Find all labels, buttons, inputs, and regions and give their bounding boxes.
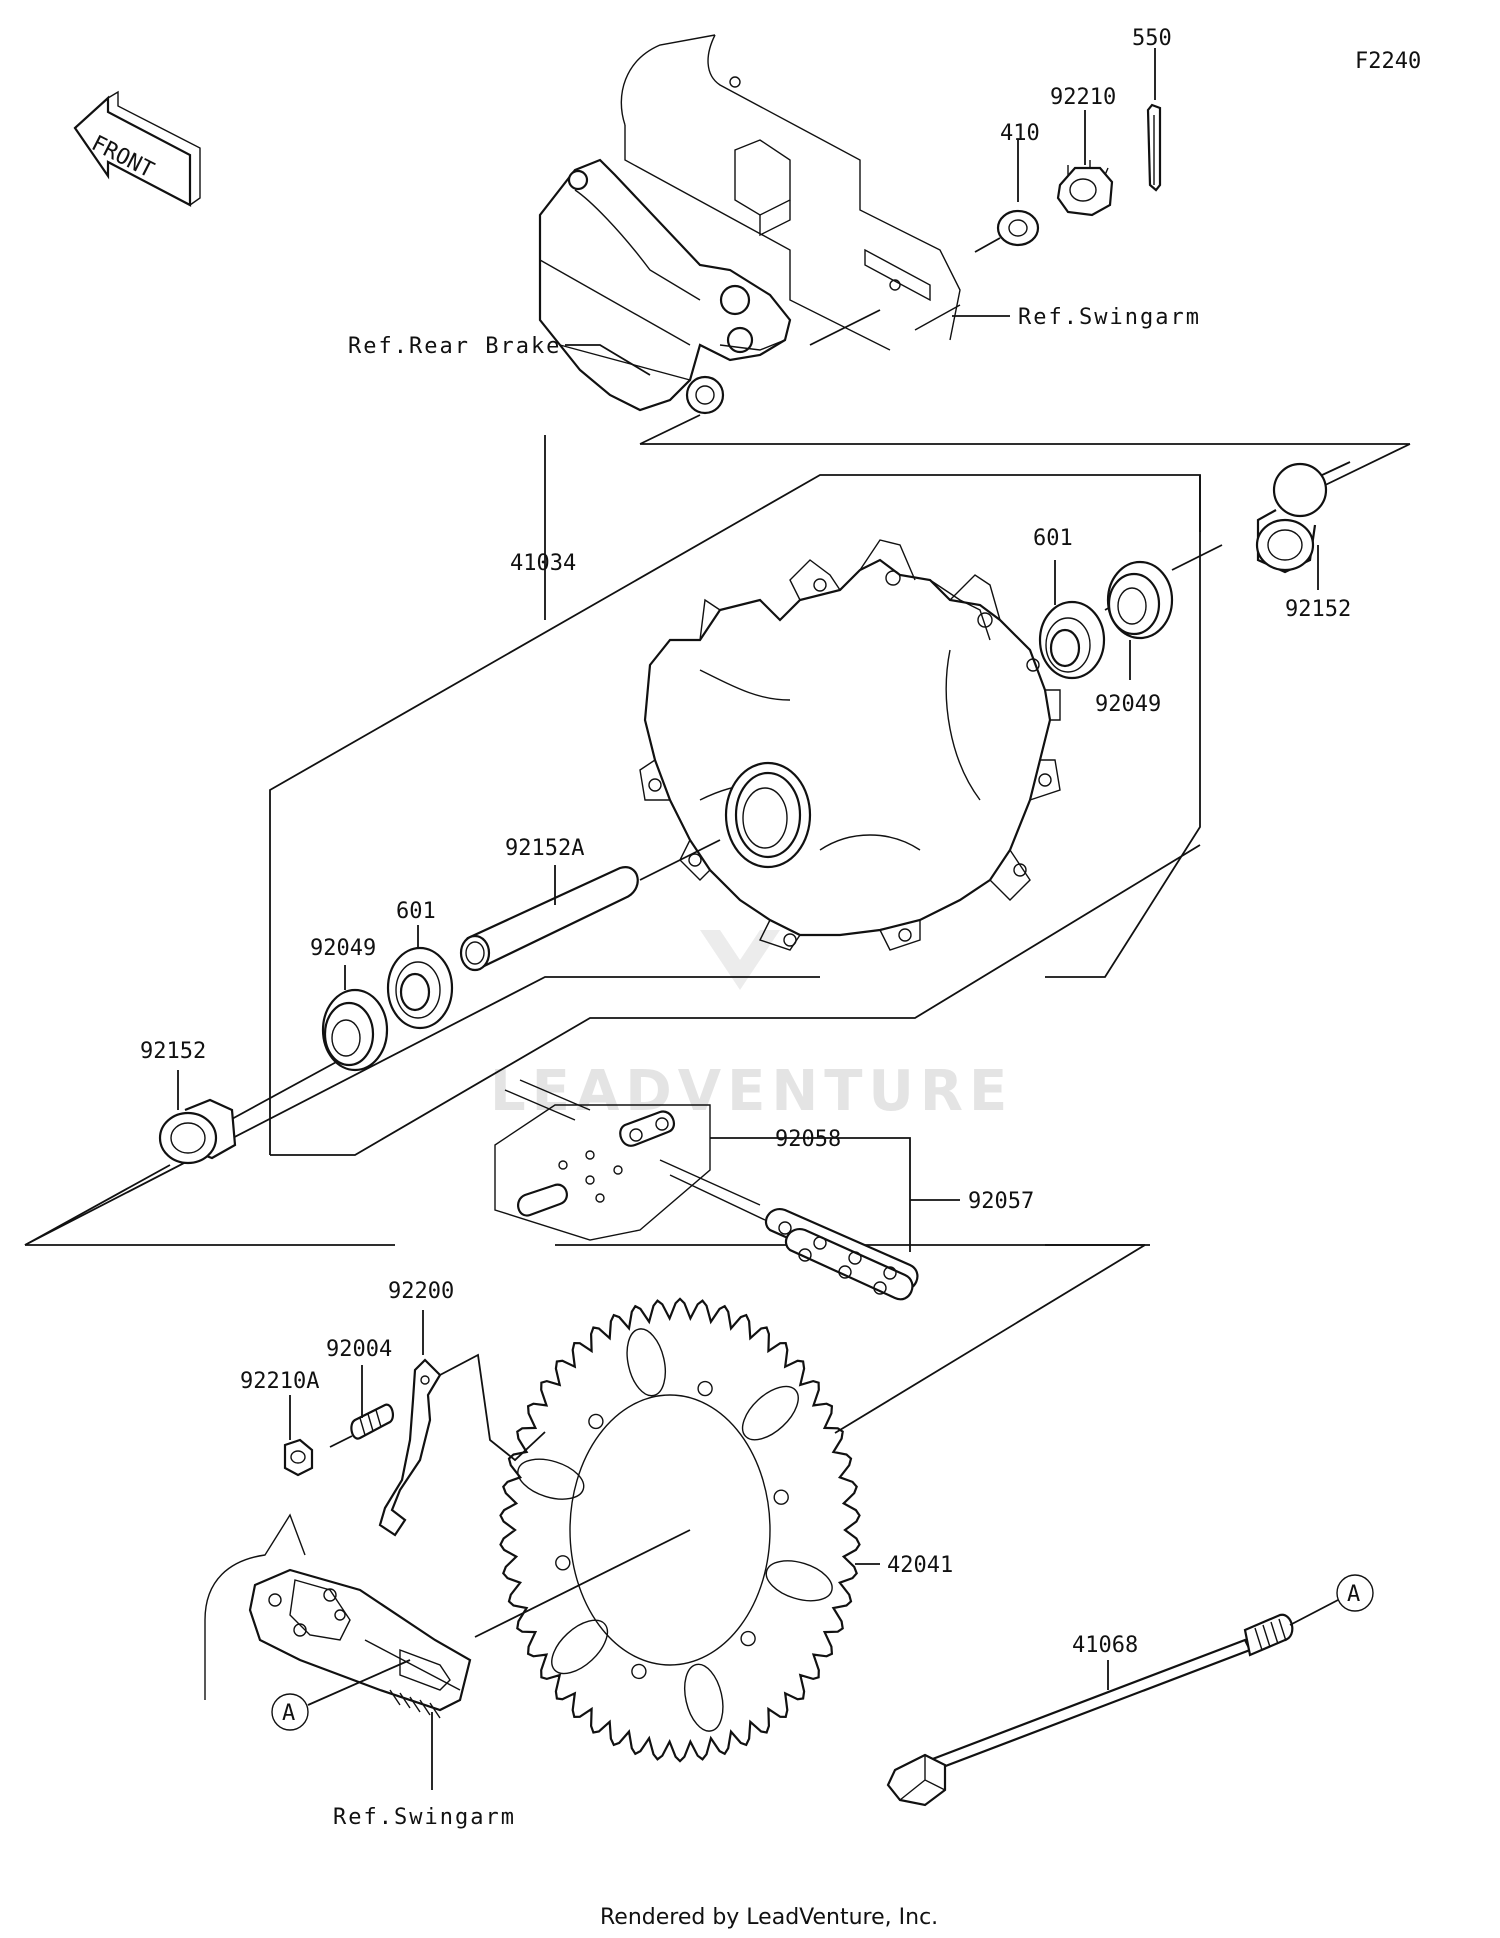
callout-a-right: A (1336, 1574, 1374, 1612)
label-92152a: 92152A (505, 836, 584, 861)
label-ref-swingarm-bottom: Ref.Swingarm (333, 1805, 516, 1830)
front-arrow-icon: FRONT (73, 90, 201, 207)
axle-line-l3 (24, 1164, 171, 1246)
castle-nut-92210 (1056, 160, 1114, 217)
sprocket-center-bore (569, 1394, 771, 1666)
collar-92152-right (1255, 462, 1328, 574)
label-92210a: 92210A (240, 1369, 319, 1394)
sprocket-lightening-hole (765, 1560, 833, 1602)
label-92200: 92200 (388, 1279, 454, 1304)
sprocket-bolt-hole (773, 1489, 789, 1505)
label-ref-rear-brake: Ref.Rear Brake (348, 334, 561, 359)
master-link-92058 (494, 1079, 711, 1241)
swingarm-bottom-illustration (204, 1513, 472, 1719)
axle-line-l2 (229, 1059, 341, 1121)
svg-text:A: A (282, 1701, 295, 1726)
label-410: 410 (1000, 121, 1040, 146)
axle-line-bottom-left (474, 1529, 691, 1638)
leader-callout-a-right (1289, 1599, 1339, 1626)
callout-a-left: A (271, 1693, 309, 1731)
leader-ref-rear-brake (565, 344, 651, 376)
label-92049-right: 92049 (1095, 692, 1161, 717)
sprocket-bolt-hole (697, 1380, 713, 1397)
leader-92058 (710, 1137, 911, 1252)
hub-inner-boundary (269, 474, 1201, 1155)
sprocket-lightening-hole (551, 1619, 609, 1675)
axle-41068 (886, 1613, 1294, 1807)
label-ref-swingarm-top: Ref.Swingarm (1018, 305, 1201, 330)
collar-92152-left (158, 1098, 237, 1165)
drive-chain-92057 (659, 1159, 919, 1301)
washer-410 (996, 209, 1040, 247)
diagram-code: F2240 (1355, 49, 1421, 74)
label-92152-right: 92152 (1285, 597, 1351, 622)
sprocket-lightening-hole (741, 1385, 799, 1441)
svg-text:A: A (1347, 1582, 1360, 1607)
sprocket-lightening-hole (626, 1328, 667, 1397)
hub-inner-boundary-lower (270, 844, 1201, 1156)
label-42041: 42041 (887, 1553, 953, 1578)
sprocket-teeth (499, 1297, 861, 1763)
adjusting-bolt-92004 (350, 1403, 394, 1440)
rear-brake-bracket-illustration (538, 158, 792, 415)
leader-callout-a-left (307, 1659, 411, 1706)
adjuster-nut-92210a (283, 1438, 314, 1477)
swingarm-top-illustration (620, 34, 961, 351)
sprocket-bolt-hole (631, 1663, 647, 1680)
seal-92049-left (321, 988, 389, 1072)
label-601-right: 601 (1033, 526, 1073, 551)
bearing-601-right (1038, 600, 1106, 680)
label-41068: 41068 (1072, 1633, 1138, 1658)
adjuster-axis-line (439, 1353, 546, 1462)
axle-line-bottom-right (834, 1244, 1146, 1434)
sprocket-bolt-hole (555, 1555, 571, 1571)
adjuster-plate-92200 (378, 1358, 442, 1537)
top-assembly-boundary (639, 414, 1411, 491)
sprocket-bolt-hole (740, 1630, 756, 1647)
label-550: 550 (1132, 26, 1172, 51)
sprocket-lightening-hole (683, 1663, 724, 1732)
sprocket-bolt-hole (588, 1413, 604, 1430)
label-41034: 41034 (510, 551, 576, 576)
label-92049-left: 92049 (310, 936, 376, 961)
wheel-hub-41034 (639, 539, 1061, 951)
axle-line-r2 (1171, 544, 1223, 571)
axis-410 (974, 237, 1001, 253)
cotter-pin-550 (1146, 103, 1162, 192)
label-92004: 92004 (326, 1337, 392, 1362)
axle-line-mid (639, 839, 721, 881)
distance-collar-92152a (459, 866, 639, 972)
bearing-601-left (386, 946, 454, 1030)
axis-92004 (329, 1435, 353, 1448)
watermark: LEADVENTURE (490, 930, 1013, 1124)
label-92152-left: 92152 (140, 1039, 206, 1064)
footer-credit: Rendered by LeadVenture, Inc. (600, 1905, 938, 1930)
label-601-left: 601 (396, 899, 436, 924)
watermark-text: LEADVENTURE (490, 1059, 1013, 1124)
axle-line-top (809, 309, 881, 346)
seal-92049-right (1106, 560, 1174, 640)
label-92210: 92210 (1050, 85, 1116, 110)
label-92057: 92057 (968, 1189, 1034, 1214)
label-92058: 92058 (775, 1127, 841, 1152)
rear-sprocket-42041 (499, 1297, 861, 1763)
sprocket-lightening-hole (517, 1458, 585, 1500)
